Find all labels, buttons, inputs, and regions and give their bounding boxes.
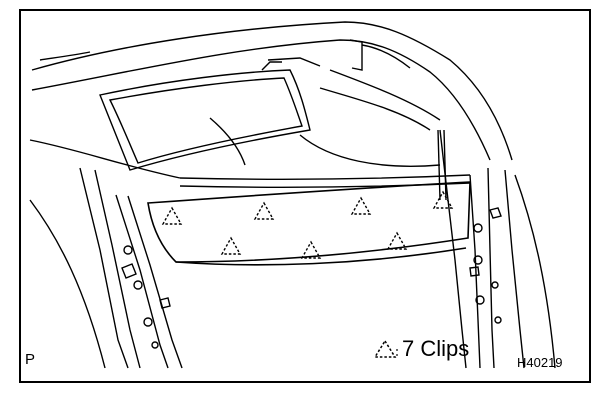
clip-5 [220, 236, 242, 255]
clip-markers [161, 190, 454, 259]
dashed-triangle-clip-icon [373, 339, 398, 358]
clip-2 [253, 201, 275, 220]
clip-4 [432, 190, 454, 209]
clip-3 [350, 196, 372, 215]
figure-code: H40219 [517, 355, 563, 370]
clip-1 [161, 206, 183, 225]
trim-panel [147, 181, 471, 266]
roof-outline [29, 21, 513, 188]
left-pillar [29, 167, 183, 369]
legend: 7 Clips [372, 338, 469, 360]
clip-7 [386, 231, 408, 250]
right-pillar [437, 129, 556, 369]
corner-letter: P [25, 351, 36, 368]
figure-border [19, 9, 591, 383]
legend-label: 7 Clips [402, 336, 470, 361]
clip-6 [300, 240, 322, 259]
